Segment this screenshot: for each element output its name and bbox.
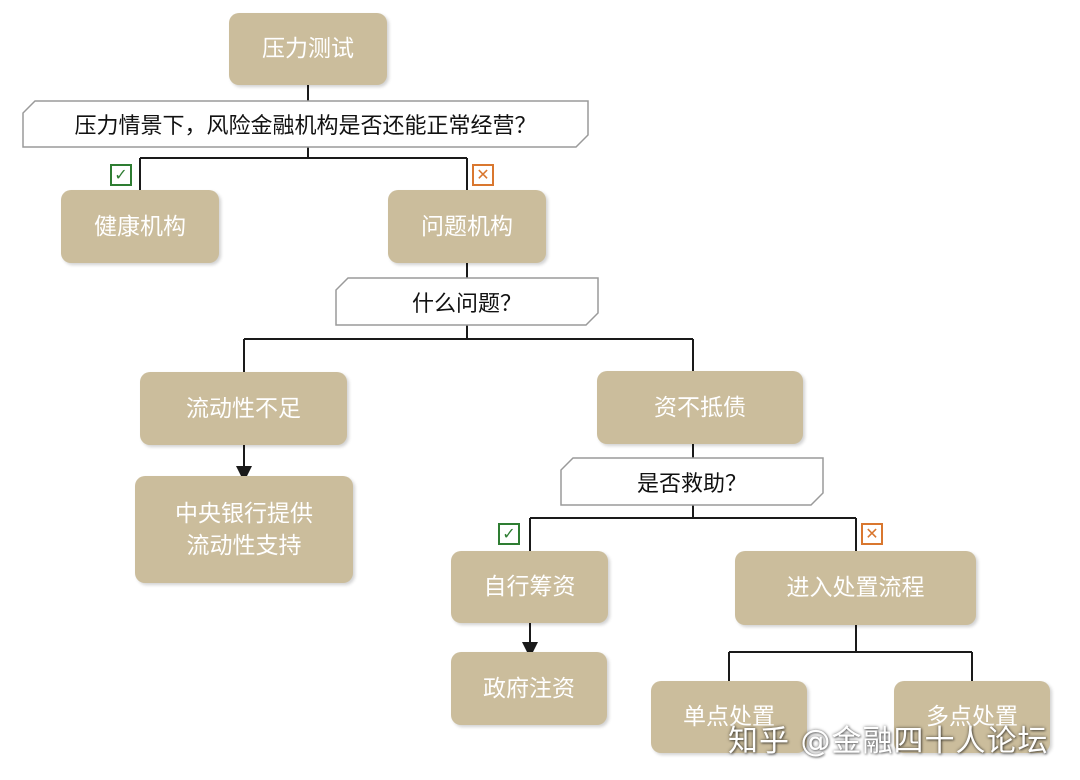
node-liquidity: 流动性不足 (140, 372, 347, 445)
node-label-line1: 中央银行提供 (175, 500, 313, 527)
node-label: 政府注资 (483, 675, 575, 702)
yes-check-icon: ✓ (110, 164, 132, 186)
question-label: 什么问题？ (411, 291, 522, 317)
node-resolution: 进入处置流程 (735, 551, 976, 625)
node-insolvent: 资不抵债 (597, 371, 803, 444)
no-cross-icon: ✕ (472, 164, 494, 186)
node-problem: 问题机构 (388, 190, 546, 263)
node-label: 单点处置 (683, 704, 775, 730)
node-label: 自行筹资 (483, 574, 576, 600)
node-healthy: 健康机构 (61, 190, 219, 263)
question-border-survive (22, 100, 589, 148)
node-label-line2: 流动性支持 (186, 532, 302, 559)
no-cross-icon: ✕ (861, 523, 883, 545)
node-label: 健康机构 (94, 213, 186, 240)
node-central-bank-support: 中央银行提供 流动性支持 (135, 476, 353, 583)
question-label: 压力情景下，风险金融机构是否还能正常经营？ (74, 114, 537, 139)
node-label: 进入处置流程 (786, 575, 925, 601)
question-label: 是否救助？ (636, 471, 747, 497)
node-label: 资不抵债 (654, 394, 746, 421)
question-rescue: 是否救助？ (562, 459, 822, 504)
node-self-funding: 自行筹资 (451, 551, 608, 623)
question-border-rescue (560, 457, 824, 506)
node-multi-point: 多点处置 (894, 681, 1050, 753)
question-border-what (335, 277, 599, 326)
yes-check-icon: ✓ (498, 523, 520, 545)
node-label: 流动性不足 (186, 395, 301, 422)
question-what: 什么问题？ (337, 279, 597, 324)
node-label: 压力测试 (262, 36, 354, 62)
question-survive: 压力情景下，风险金融机构是否还能正常经营？ (24, 102, 587, 146)
node-government-capital: 政府注资 (451, 652, 607, 725)
node-stress-test: 压力测试 (229, 13, 387, 85)
node-label: 多点处置 (926, 704, 1018, 730)
node-label: 问题机构 (421, 213, 513, 240)
node-single-point: 单点处置 (651, 681, 807, 753)
watermark: 知乎 @金融四十人论坛 (728, 724, 1049, 759)
